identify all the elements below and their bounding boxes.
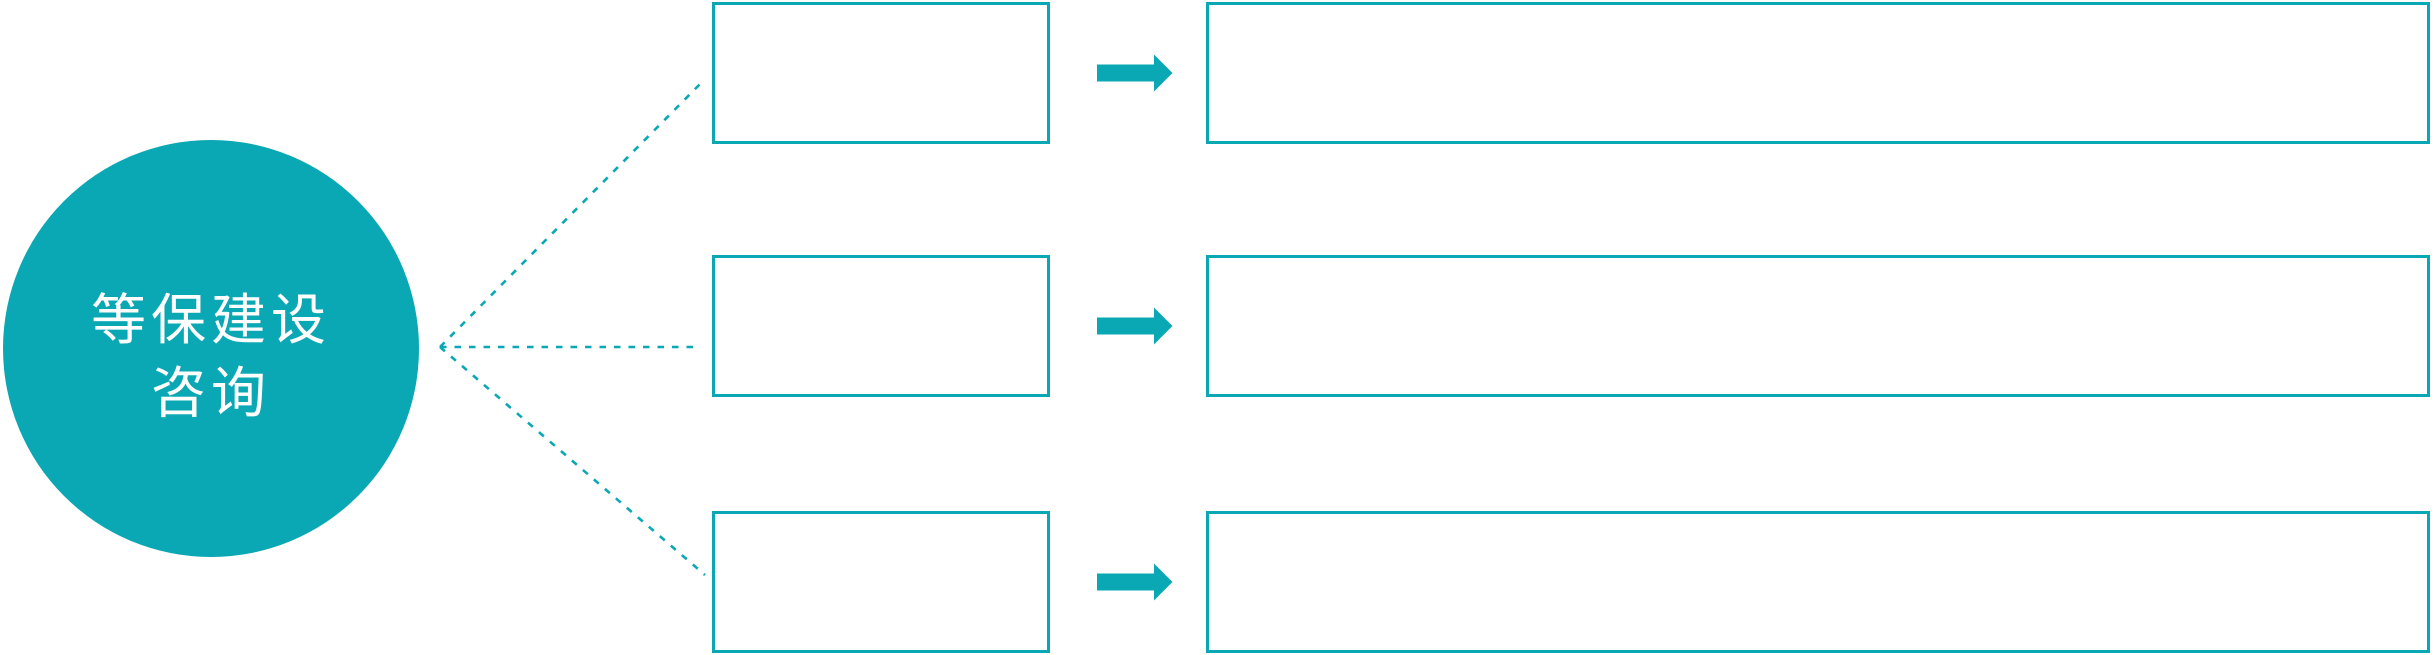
right-arrow-icon: [1097, 54, 1173, 92]
dotted-connector-line-bottom: [439, 346, 706, 576]
right-arrow-icon: [1097, 307, 1173, 345]
right-arrow-icon: [1097, 563, 1173, 601]
hub-circle: 等保建设 咨询: [3, 140, 419, 557]
hub-label-line1: 等保建设: [90, 288, 331, 351]
detail-box-1: [1206, 2, 2430, 144]
step-box-2: [712, 255, 1050, 397]
step-box-1: [712, 2, 1050, 144]
detail-box-2: [1206, 255, 2430, 397]
hub-label: 等保建设 咨询: [91, 268, 331, 430]
step-box-3: [712, 511, 1050, 653]
detail-box-3: [1206, 511, 2430, 653]
hub-label-line2: 咨询: [150, 361, 271, 424]
dotted-connector-line-top: [439, 78, 706, 348]
